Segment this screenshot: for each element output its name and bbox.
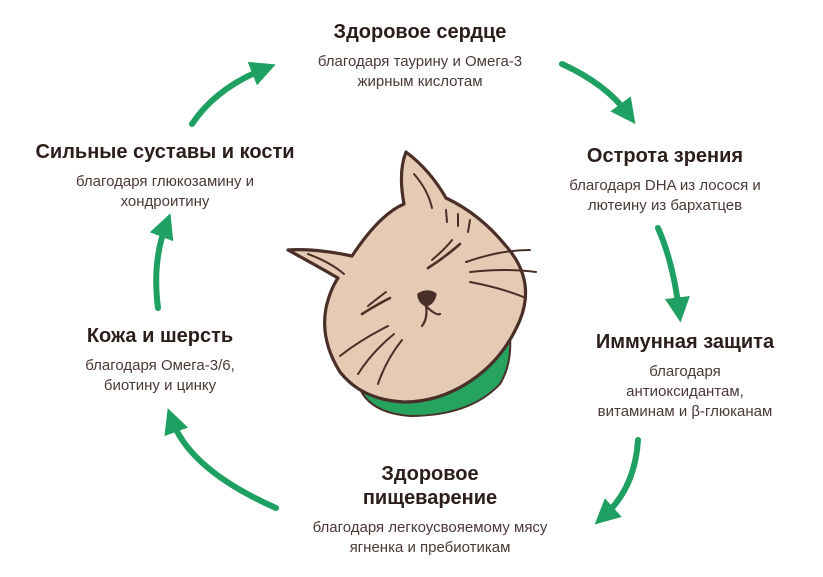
node-heart: Здоровое сердце благодаря таурину и Омег…: [270, 20, 570, 92]
arrow-vision-to-immune: [655, 225, 690, 323]
node-skin: Кожа и шерсть благодаря Омега-3/6, биоти…: [40, 324, 280, 396]
arrow-joints-to-heart: [189, 61, 276, 127]
arrow-digest-to-skin: [164, 408, 279, 511]
cat-whiskers: [339, 249, 537, 385]
cat-nose: [417, 290, 437, 307]
node-vision: Острота зрения благодаря DHA из лосося и…: [520, 144, 810, 216]
cycle-arrows: [149, 61, 690, 525]
node-joints: Сильные суставы и кости благодаря глюкоз…: [10, 140, 320, 212]
node-description: благодаря Омега-3/6, биотину и цинку: [85, 357, 235, 394]
arrow-immune-to-digest: [594, 437, 641, 525]
node-title: Здоровое пищеварение: [362, 463, 498, 509]
cat-head: [286, 150, 528, 404]
cat-eye-left: [360, 296, 392, 316]
node-description: благодаря антиоксидантам, витаминам и β-…: [597, 363, 773, 420]
node-title: Острота зрения: [586, 145, 744, 167]
node-description: благодаря DHA из лосося и лютеину из бар…: [569, 177, 761, 214]
cat-face-icon: [286, 150, 537, 417]
cat-eye-right: [426, 242, 462, 270]
node-digest: Здоровое пищеварение благодаря легкоусво…: [275, 462, 585, 558]
node-title: Иммунная защита: [595, 331, 775, 353]
node-title: Здоровое сердце: [333, 21, 507, 43]
node-title: Кожа и шерсть: [86, 325, 234, 347]
cat-mouth: [420, 304, 442, 328]
arrow-heart-to-vision: [559, 61, 636, 125]
node-description: благодаря таурину и Омега-3 жирным кисло…: [317, 53, 523, 90]
node-title: Сильные суставы и кости: [35, 141, 295, 163]
node-description: благодаря легкоусвояемому мясу ягненка и…: [312, 519, 548, 556]
arrow-skin-to-joints: [149, 213, 174, 311]
node-description: благодаря глюкозамину и хондроитину: [75, 173, 254, 210]
node-immune: Иммунная защита благодаря антиоксидантам…: [555, 330, 815, 422]
